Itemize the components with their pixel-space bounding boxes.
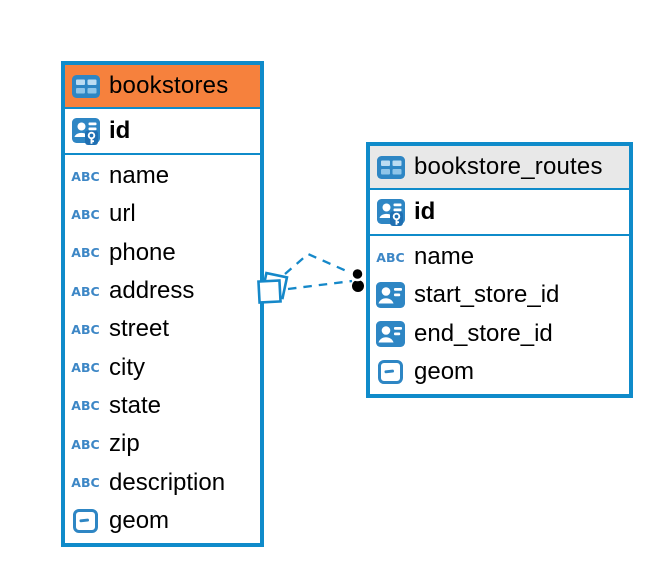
text-type-icon: ABC — [71, 206, 100, 222]
text-type-icon: ABC — [71, 475, 100, 491]
column-row-city[interactable]: ABC city — [65, 348, 260, 386]
text-type-icon: ABC — [71, 283, 100, 299]
text-type-icon: ABC — [71, 436, 100, 452]
column-label: name — [414, 243, 475, 271]
column-row-name[interactable]: ABC name — [370, 238, 629, 276]
text-type-icon: ABC — [71, 245, 100, 261]
table-title: bookstores — [109, 72, 229, 99]
primary-key-row[interactable]: id — [65, 109, 260, 155]
column-row-url[interactable]: ABC url — [65, 195, 260, 233]
text-type-icon: ABC — [71, 321, 100, 337]
column-label: start_store_id — [414, 281, 560, 309]
column-label: street — [109, 315, 170, 343]
relationship-line-lower — [287, 279, 353, 291]
table-bookstore-routes[interactable]: bookstore_routes id ABC name start_store_i… — [366, 142, 633, 398]
column-label: state — [109, 391, 162, 419]
primary-key-label: id — [414, 198, 436, 225]
foreign-key-icon — [376, 320, 405, 347]
text-type-icon: ABC — [71, 168, 100, 184]
column-label: geom — [109, 506, 170, 534]
text-type-icon: ABC — [71, 398, 100, 414]
column-row-end_store_id[interactable]: end_store_id — [370, 315, 629, 353]
text-type-icon: ABC — [71, 360, 100, 376]
geometry-type-icon — [71, 508, 100, 533]
column-label: description — [109, 468, 226, 496]
column-label: name — [109, 162, 170, 190]
column-row-geom[interactable]: geom — [370, 353, 629, 391]
column-row-description[interactable]: ABC description — [65, 463, 260, 501]
table-icon — [376, 155, 405, 179]
column-label: city — [109, 353, 145, 381]
column-row-name[interactable]: ABC name — [65, 157, 260, 195]
column-label: geom — [414, 357, 475, 385]
primary-key-icon — [71, 117, 100, 145]
table-icon — [71, 74, 100, 98]
column-row-zip[interactable]: ABC zip — [65, 425, 260, 463]
column-row-address[interactable]: ABC address — [65, 272, 260, 310]
column-label: end_store_id — [414, 319, 553, 347]
table-title: bookstore_routes — [414, 153, 603, 180]
primary-key-label: id — [109, 117, 131, 144]
column-row-phone[interactable]: ABC phone — [65, 234, 260, 272]
relationship-bookstores-bookstore-routes[interactable] — [257, 252, 365, 304]
foreign-key-icon — [376, 282, 405, 309]
column-label: address — [109, 277, 195, 305]
column-row-street[interactable]: ABC street — [65, 310, 260, 348]
relationship-endpoint-dots — [350, 266, 365, 292]
primary-key-icon — [376, 198, 405, 226]
column-row-start_store_id[interactable]: start_store_id — [370, 276, 629, 314]
column-label: url — [109, 200, 136, 228]
column-row-state[interactable]: ABC state — [65, 387, 260, 425]
bookstores-header[interactable]: bookstores — [65, 65, 260, 109]
column-label: zip — [109, 430, 140, 458]
relationship-line-upper — [284, 252, 352, 275]
column-row-geom[interactable]: geom — [65, 502, 260, 540]
column-label: phone — [109, 238, 176, 266]
bookstore-routes-header[interactable]: bookstore_routes — [370, 146, 629, 190]
geometry-type-icon — [376, 359, 405, 384]
text-type-icon: ABC — [376, 249, 405, 265]
primary-key-row[interactable]: id — [370, 190, 629, 236]
